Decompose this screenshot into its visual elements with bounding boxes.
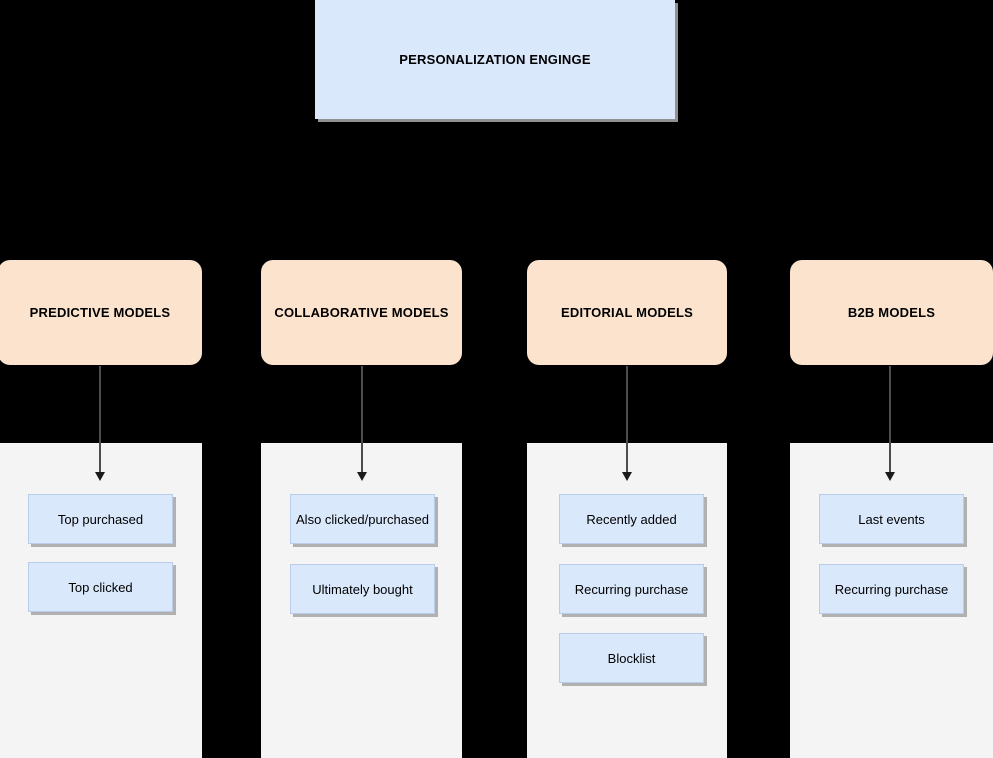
item-ultimately-bought-label: Ultimately bought (312, 581, 413, 597)
model-node-collaborative[interactable]: COLLABORATIVE MODELS (261, 260, 462, 365)
model-node-b2b[interactable]: B2B MODELS (790, 260, 993, 365)
model-node-predictive[interactable]: PREDICTIVE MODELS (0, 260, 202, 365)
item-top-clicked[interactable]: Top clicked (28, 562, 173, 612)
item-recurring-purchase-b2b-label: Recurring purchase (834, 581, 949, 597)
item-recently-added[interactable]: Recently added (559, 494, 704, 544)
item-also-clicked-purchased[interactable]: Also clicked/purchased (290, 494, 435, 544)
connector-arrow-collaborative (357, 366, 367, 481)
item-ultimately-bought[interactable]: Ultimately bought (290, 564, 435, 614)
model-node-editorial[interactable]: EDITORIAL MODELS (527, 260, 727, 365)
arrow-head-icon (95, 472, 105, 481)
item-top-purchased-label: Top purchased (57, 511, 144, 527)
item-top-purchased[interactable]: Top purchased (28, 494, 173, 544)
connector-arrow-predictive (95, 366, 105, 481)
item-recurring-purchase-editorial-label: Recurring purchase (574, 581, 689, 597)
model-node-predictive-label: PREDICTIVE MODELS (29, 305, 171, 320)
item-blocklist-label: Blocklist (607, 650, 656, 666)
connector-arrow-b2b (885, 366, 895, 481)
item-last-events[interactable]: Last events (819, 494, 964, 544)
item-also-clicked-purchased-label: Also clicked/purchased (296, 511, 429, 527)
personalization-engine-node[interactable]: PERSONALIZATION ENGINGE (315, 0, 675, 119)
item-recently-added-label: Recently added (586, 511, 677, 527)
arrow-head-icon (357, 472, 367, 481)
item-last-events-label: Last events (858, 511, 925, 527)
arrow-head-icon (622, 472, 632, 481)
model-node-collaborative-label: COLLABORATIVE MODELS (274, 305, 449, 320)
arrow-head-icon (885, 472, 895, 481)
item-recurring-purchase-b2b[interactable]: Recurring purchase (819, 564, 964, 614)
item-blocklist[interactable]: Blocklist (559, 633, 704, 683)
model-node-b2b-label: B2B MODELS (847, 305, 936, 320)
item-recurring-purchase-editorial[interactable]: Recurring purchase (559, 564, 704, 614)
model-node-editorial-label: EDITORIAL MODELS (560, 305, 693, 320)
connector-arrow-editorial (622, 366, 632, 481)
item-top-clicked-label: Top clicked (68, 579, 133, 595)
personalization-engine-label: PERSONALIZATION ENGINGE (399, 52, 591, 67)
